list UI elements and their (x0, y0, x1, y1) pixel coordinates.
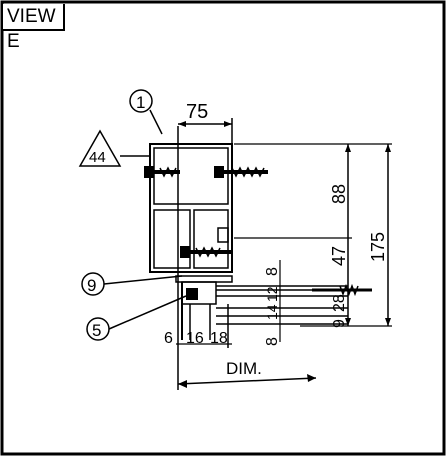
sill-seal (186, 288, 198, 300)
profile-notch (217, 227, 229, 243)
dim-12: 12 (264, 286, 280, 302)
arrow (385, 318, 391, 326)
leader-5 (108, 295, 187, 330)
leader-1 (149, 109, 163, 135)
dim-75: 75 (186, 101, 208, 123)
dim-line-overall (177, 377, 317, 385)
sill-plate (175, 275, 233, 283)
screw-2 (214, 166, 268, 178)
screw-3 (180, 246, 232, 258)
dim-18: 18 (210, 330, 228, 347)
dim-28: 28 (331, 294, 348, 312)
dim-14: 14 (264, 304, 280, 320)
profile-lower-left (153, 209, 191, 269)
arrow (224, 121, 232, 127)
revision-triangle (78, 129, 122, 167)
dim-8-top: 8 (264, 267, 281, 276)
arrow (385, 144, 391, 152)
profile-lower-right (193, 209, 229, 269)
callout-1-label: 1 (136, 93, 145, 112)
callout-9-label: 9 (87, 276, 96, 295)
arrow (345, 318, 351, 326)
arrow (307, 374, 316, 382)
callout-5-label: 5 (92, 321, 101, 340)
callout-circle-1 (129, 89, 153, 113)
dim-9: 9 (331, 319, 348, 328)
arrow (178, 121, 186, 127)
arrow (178, 380, 187, 388)
revision-44-label: 44 (89, 149, 106, 166)
screw-4 (312, 283, 372, 297)
dim-16: 16 (186, 330, 204, 347)
view-title: VIEW E (3, 4, 65, 52)
dim-label: DIM. (226, 359, 262, 378)
screw-1 (144, 166, 180, 178)
dim-175: 175 (368, 232, 388, 262)
leader-9 (103, 275, 183, 285)
profile-outer (149, 143, 233, 273)
arrow (345, 144, 351, 152)
dim-6: 6 (164, 330, 173, 347)
dim-8-bottom: 8 (264, 337, 281, 346)
dim-88: 88 (329, 184, 349, 204)
dim-47: 47 (329, 246, 349, 266)
